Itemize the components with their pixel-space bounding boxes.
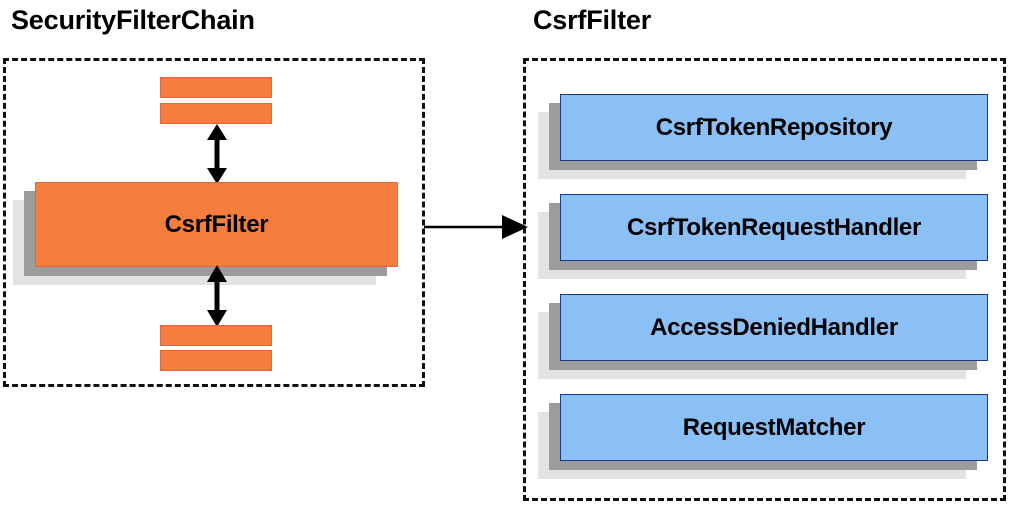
component-box-face: RequestMatcher — [560, 394, 988, 461]
filter-bar-top-2 — [160, 103, 272, 124]
component-box-face: AccessDeniedHandler — [560, 294, 988, 361]
filter-bar-top-1 — [160, 77, 272, 98]
component-box-accessdeniedhandler[interactable]: AccessDeniedHandler — [538, 294, 988, 379]
csrffilter-box-face: CsrfFilter — [35, 182, 398, 267]
component-box-label: AccessDeniedHandler — [650, 313, 898, 341]
arrow-securityfilterchain-to-csrffilter — [424, 215, 528, 239]
page-title-csrf-filter: CsrfFilter — [533, 5, 652, 35]
component-box-face: CsrfTokenRequestHandler — [560, 194, 988, 261]
csrf-filter-panel — [523, 58, 1006, 501]
component-box-csrftokenrepository[interactable]: CsrfTokenRepository — [538, 94, 988, 179]
component-box-requestmatcher[interactable]: RequestMatcher — [538, 394, 988, 479]
component-box-label: CsrfTokenRequestHandler — [626, 213, 922, 241]
security-filter-chain-panel — [3, 58, 425, 387]
component-box-face: CsrfTokenRepository — [560, 94, 988, 161]
component-box-csrftokenrequesthandler[interactable]: CsrfTokenRequestHandler — [538, 194, 988, 279]
filter-bar-bottom-2 — [160, 350, 272, 371]
component-box-label: RequestMatcher — [682, 413, 866, 441]
filter-bar-bottom-1 — [160, 325, 272, 346]
arrow-up-down-above-csrffilter — [207, 124, 227, 184]
csrffilter-box[interactable]: CsrfFilter — [13, 182, 398, 285]
page-title-security-filter-chain: SecurityFilterChain — [11, 5, 255, 35]
arrow-up-down-below-csrffilter — [207, 265, 227, 327]
csrffilter-box-label: CsrfFilter — [164, 210, 269, 238]
component-box-label: CsrfTokenRepository — [655, 113, 893, 141]
